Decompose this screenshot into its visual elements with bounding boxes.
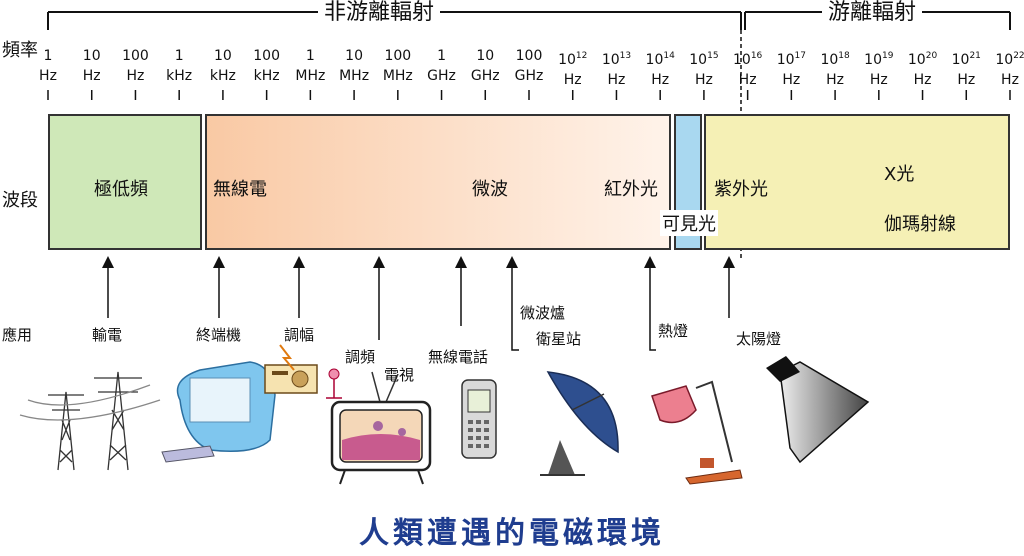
frequency-row-label: 頻率: [2, 40, 38, 61]
ionizing-label: 游離輻射: [822, 2, 923, 24]
app-satellite-label: 衛星站: [536, 330, 582, 348]
app-fm-label: 調頻: [345, 348, 376, 366]
phone-icon: [461, 379, 497, 459]
band-radio-microwave-ir: [205, 114, 671, 250]
band-microwave-label: 微波: [472, 179, 508, 200]
app-sun-lamp-label: 太陽燈: [736, 330, 782, 348]
app-microwave-oven-label: 微波爐: [520, 304, 566, 322]
band-infrared-label: 紅外光: [604, 179, 658, 200]
band-radio-label: 無線電: [213, 179, 267, 200]
radio-transmitter-icon: [264, 344, 342, 399]
app-heat-lamp-label: 熱燈: [658, 322, 689, 340]
power-tower-icon: [19, 371, 161, 471]
band-gamma-label: 伽瑪射線: [884, 214, 956, 235]
sun-lamp-icon: [766, 356, 870, 464]
application-row-label: 應用: [2, 326, 33, 344]
band-elf-label: 極低頻: [94, 179, 148, 200]
computer-icon: [161, 361, 276, 463]
band-uv-label: 紫外光: [714, 179, 768, 200]
app-am-label: 調幅: [284, 326, 315, 344]
band-xray-label: X光: [884, 164, 915, 185]
satellite-dish-icon: [540, 371, 619, 476]
app-terminal-label: 終端機: [196, 326, 242, 344]
band-ionizing: [704, 114, 1010, 250]
app-tv-label: 電視: [384, 366, 415, 384]
band-visible-label: 可見光: [660, 210, 718, 236]
diagram-caption: 人類遭遇的電磁環境: [359, 516, 665, 551]
app-power-label: 輸電: [92, 326, 123, 344]
tv-icon: [330, 371, 432, 485]
band-elf: [48, 114, 202, 250]
band-row-label: 波段: [2, 190, 38, 211]
app-wireless-phone-label: 無線電話: [428, 348, 489, 366]
non-ionizing-label: 非游離輻射: [318, 2, 441, 24]
heat-lamp-icon: [651, 380, 743, 485]
